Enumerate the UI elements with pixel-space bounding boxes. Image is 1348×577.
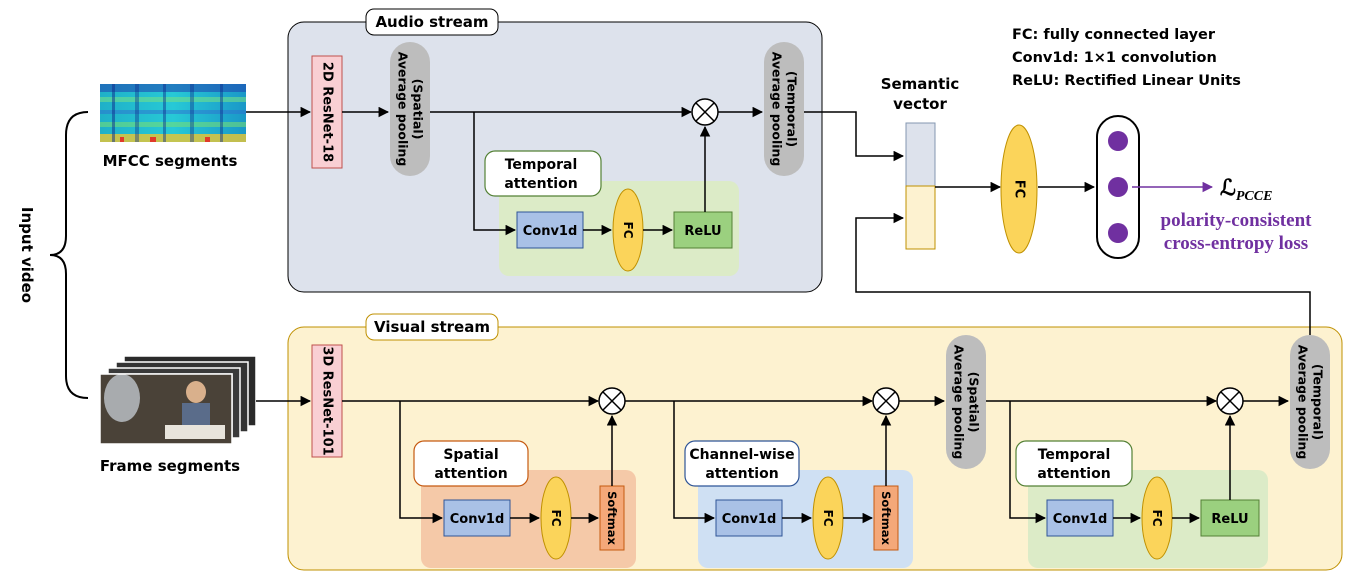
loss-caption-2: cross-entropy loss	[1164, 233, 1308, 254]
loss-subscript: PCCE	[1236, 189, 1273, 204]
visual-temporal-conv1d-label: Conv1d	[1053, 512, 1108, 527]
input-bracket	[49, 111, 89, 399]
visual-stream-title-box	[365, 313, 499, 341]
audio-temporal-attention-title-2: attention	[504, 176, 577, 192]
visual-temporal-relu-block	[1200, 499, 1260, 537]
visual-temporal-attention-title-box	[1015, 440, 1133, 487]
loss-script-l: ℒ	[1220, 175, 1236, 200]
frame-label: Frame segments	[100, 457, 240, 475]
spatial-attention-panel	[421, 470, 636, 568]
semantic-vector-label-2: vector	[893, 95, 947, 113]
visual-temporal-attention-title-1: Temporal	[1038, 447, 1111, 463]
channel-fc-label: FC	[821, 509, 835, 526]
semantic-vector-audio-part	[905, 122, 936, 187]
semantic-vector-label-1: Semantic	[881, 75, 960, 93]
resnet18-label: 2D ResNet-18	[320, 62, 335, 162]
channel-conv1d-label: Conv1d	[722, 512, 777, 527]
audio-multiply-node	[691, 98, 719, 126]
spatial-attention-title-2: attention	[434, 466, 507, 482]
audio-temporal-attention-title-box	[484, 150, 602, 197]
audio-pool-temporal-label-1: Average pooling	[770, 52, 785, 167]
input-video-label: Input video	[18, 207, 36, 303]
spatial-conv1d-label: Conv1d	[450, 512, 505, 527]
visual-pool-temporal-label-1: Average pooling	[1296, 345, 1311, 460]
visual-pool-spatial-block	[946, 335, 986, 469]
audio-pool-spatial-block	[390, 42, 430, 176]
visual-temporal-fc-label: FC	[1150, 509, 1164, 526]
visual-pool-spatial-label-1: Average pooling	[952, 345, 967, 460]
channel-conv1d-block	[715, 499, 783, 537]
temporal-multiply-node	[1216, 387, 1244, 415]
spatial-attention-title-box	[413, 440, 529, 487]
mfcc-spectrogram	[100, 84, 246, 142]
loss-caption-1: polarity-consistent	[1161, 210, 1313, 231]
visual-pool-temporal-block	[1290, 335, 1330, 469]
audio-connectors	[246, 106, 905, 236]
audio-conv1d-label: Conv1d	[523, 224, 578, 239]
spatial-fc-label: FC	[549, 509, 563, 526]
legend-relu: ReLU: Rectified Linear Units	[1012, 73, 1241, 89]
output-neuron-2	[1108, 177, 1128, 197]
output-fc-block	[1000, 124, 1038, 254]
channel-attention-title-2: attention	[705, 466, 778, 482]
visual-stream-title: Visual stream	[374, 318, 490, 336]
resnet101-label: 3D ResNet-101	[320, 346, 335, 455]
audio-conv1d-block	[516, 211, 584, 249]
output-neuron-1	[1108, 131, 1128, 151]
channel-multiply-node	[872, 387, 900, 415]
audio-stream-title-box	[365, 8, 499, 36]
output-neuron-3	[1108, 223, 1128, 243]
spatial-attention-title-1: Spatial	[443, 447, 498, 463]
visual-pool-spatial-label-2: (Spatial)	[967, 372, 982, 433]
visual-temporal-conv1d-block	[1046, 499, 1114, 537]
audio-relu-label: ReLU	[684, 224, 721, 239]
audio-fc-label: FC	[621, 221, 635, 238]
audio-pool-spatial-label-2: (Spatial)	[411, 79, 426, 140]
resnet18-block	[311, 55, 343, 169]
audio-relu-block	[673, 211, 733, 249]
visual-temporal-relu-label: ReLU	[1211, 512, 1248, 527]
visual-connectors	[256, 212, 1311, 524]
audio-stream-title: Audio stream	[375, 13, 488, 31]
frame-segments-stack	[99, 355, 257, 445]
channel-softmax-label: Softmax	[879, 491, 893, 545]
spatial-softmax-label: Softmax	[605, 491, 619, 545]
channel-attention-title-box	[684, 440, 800, 487]
legend-conv1d: Conv1d: 1×1 convolution	[1012, 50, 1217, 66]
audio-temporal-attention-title-1: Temporal	[505, 157, 578, 173]
visual-pool-temporal-label-2: (Temporal)	[1311, 364, 1326, 440]
spatial-softmax-block	[599, 485, 625, 551]
loss-symbol: ℒPCCE	[1220, 175, 1272, 204]
legend-fc: FC: fully connected layer	[1012, 27, 1216, 43]
audio-pool-spatial-label-1: Average pooling	[396, 52, 411, 167]
output-fc-label: FC	[1012, 180, 1027, 198]
mfcc-label: MFCC segments	[103, 152, 238, 170]
spatial-conv1d-block	[443, 499, 511, 537]
semantic-vector-visual-part	[905, 185, 936, 250]
spatial-multiply-node	[598, 387, 626, 415]
audio-pool-temporal-block	[764, 42, 804, 176]
audio-pool-temporal-label-2: (Temporal)	[785, 71, 800, 147]
channel-attention-title-1: Channel-wise	[689, 447, 794, 463]
visual-temporal-attention-title-2: attention	[1037, 466, 1110, 482]
